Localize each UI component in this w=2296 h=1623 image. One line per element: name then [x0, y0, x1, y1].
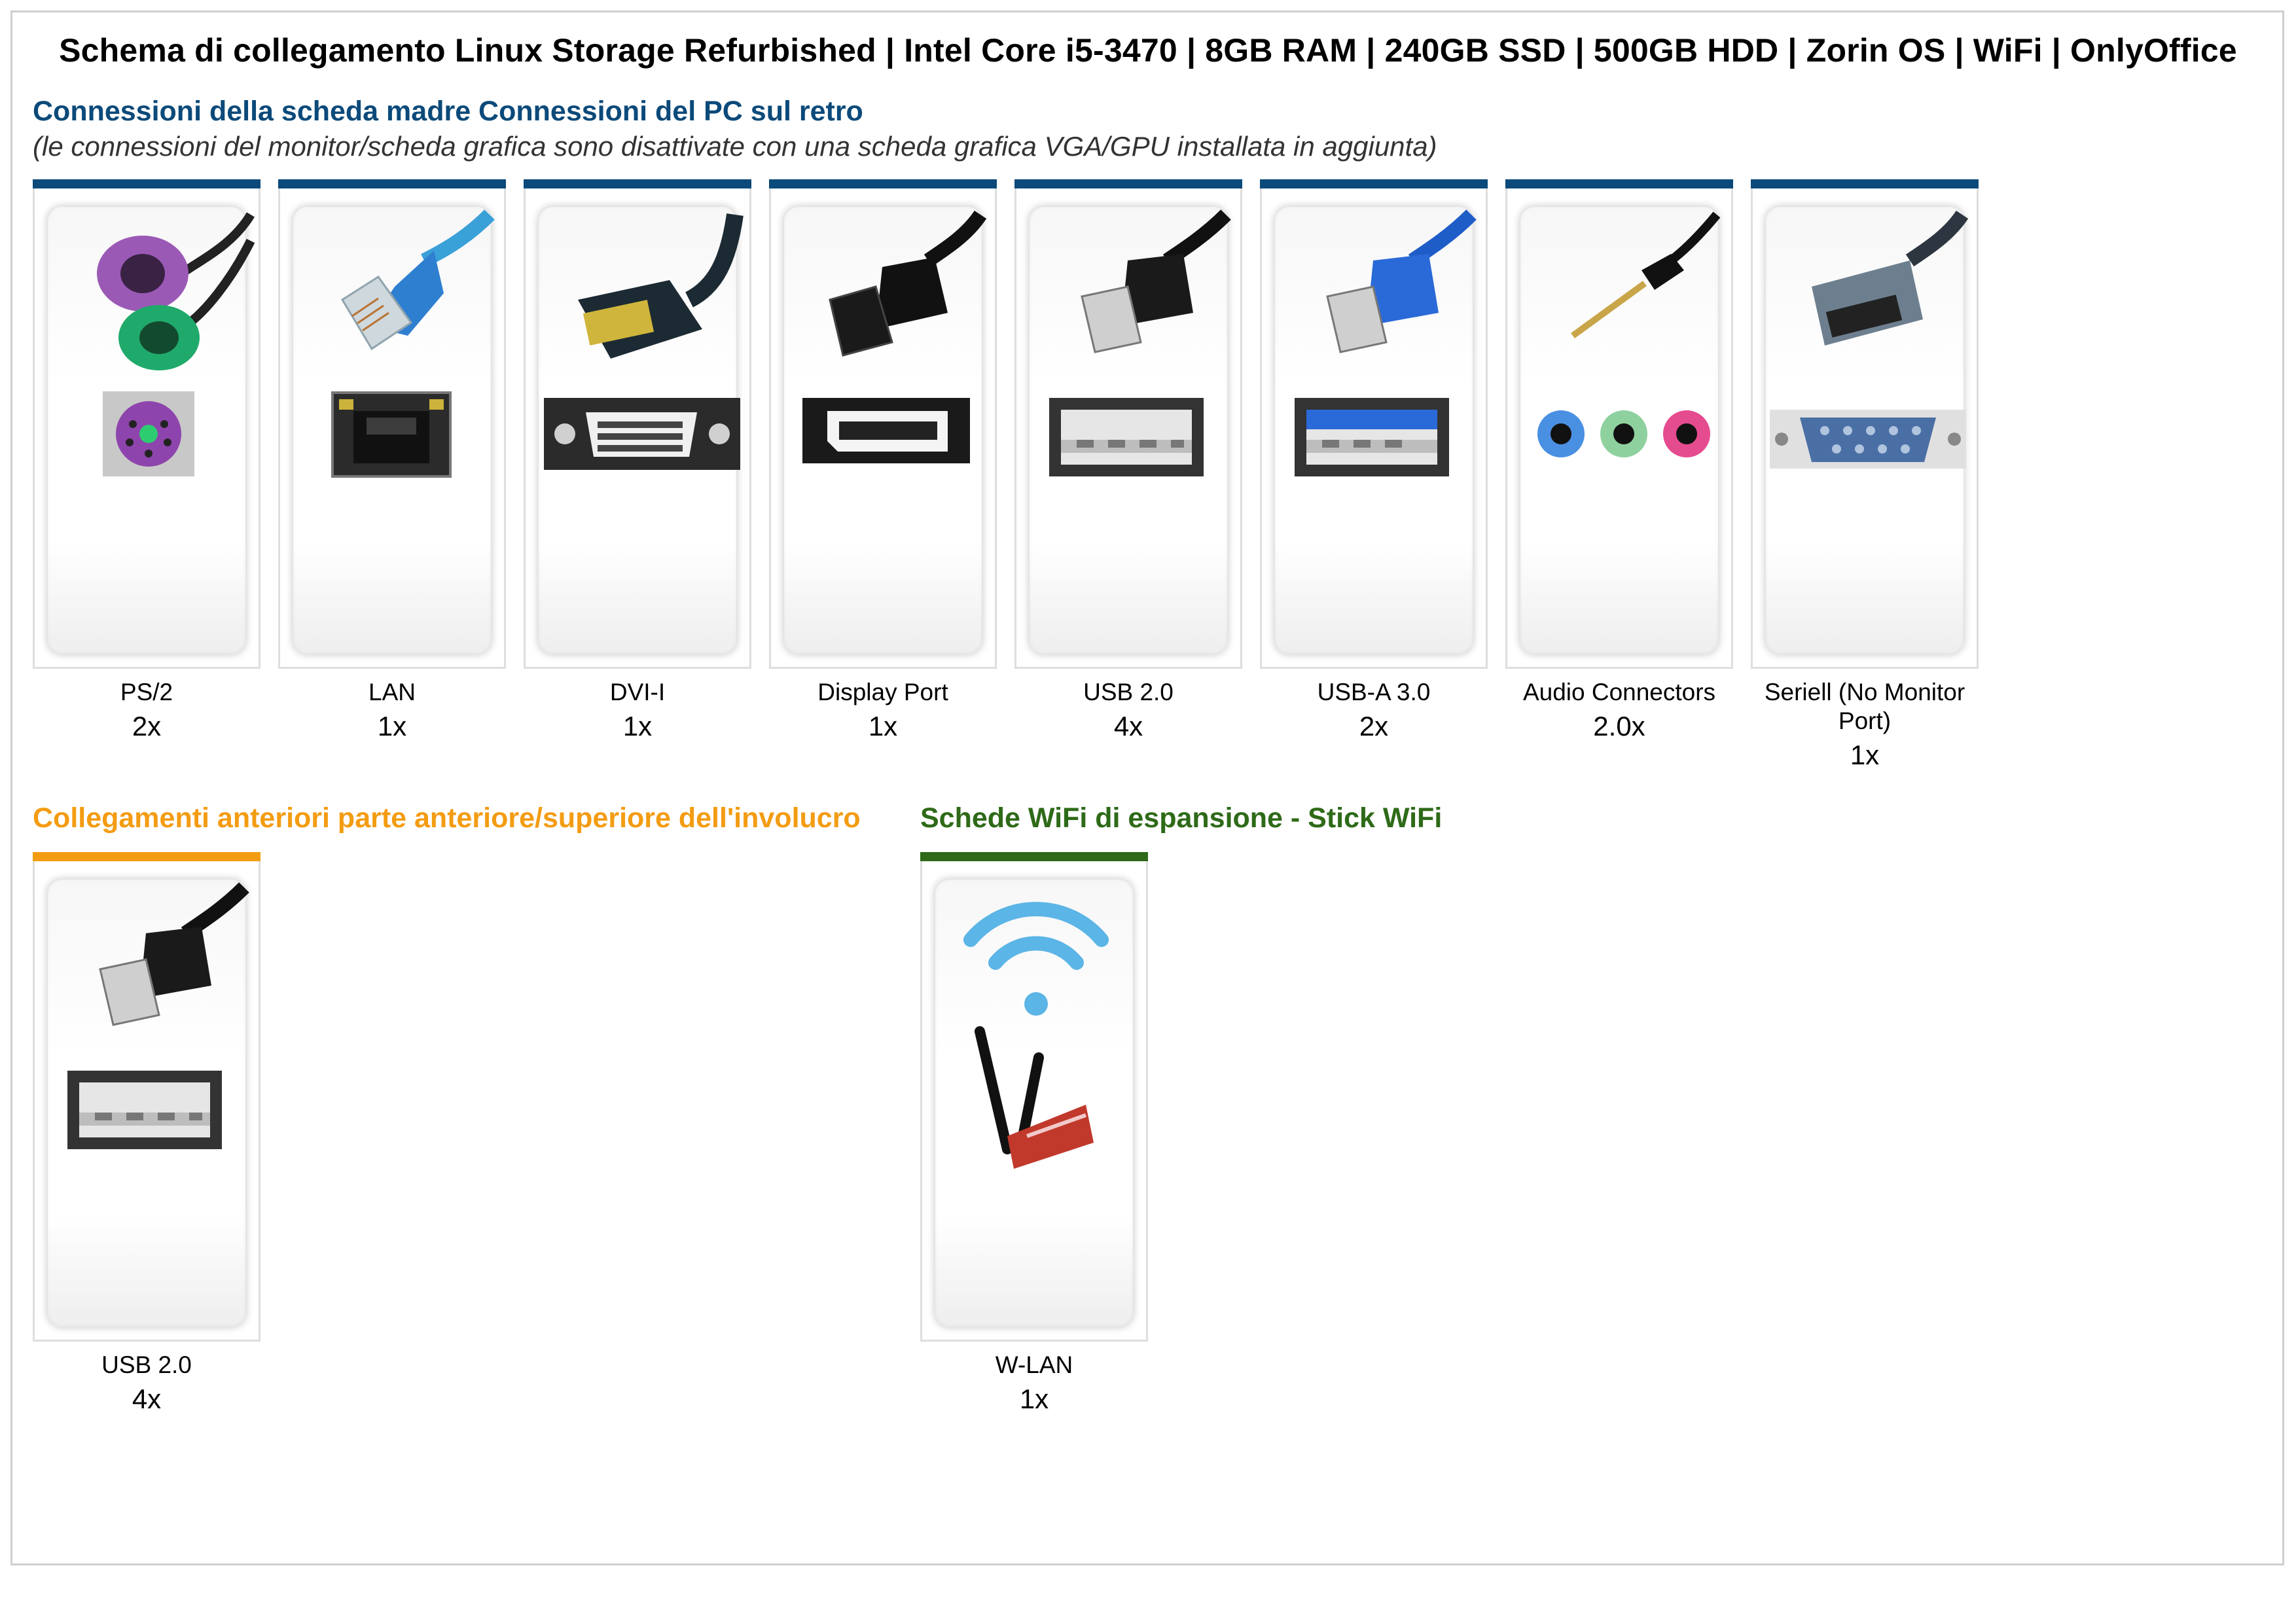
- port-label: PS/2: [120, 679, 173, 705]
- ethernet-connector-icon: [331, 209, 495, 478]
- port-count: 1x: [622, 711, 653, 741]
- port-label: USB 2.0: [1083, 679, 1174, 705]
- port-card-usb3: [1260, 179, 1488, 669]
- port-count: 1x: [868, 711, 898, 741]
- displayport-connector-icon: [802, 210, 987, 463]
- port-card-displayport: [769, 179, 997, 669]
- port-card-serial: [1751, 179, 1979, 669]
- front-section-heading: Collegamenti anteriori parte anteriore/s…: [33, 802, 861, 834]
- card-accent-bar: [1014, 179, 1242, 188]
- page-frame: [10, 10, 2284, 1565]
- port-count: 1x: [377, 711, 407, 741]
- port-card-lan: [278, 179, 506, 669]
- port-card-audio: [1505, 179, 1733, 669]
- port-count: 2x: [1359, 711, 1389, 741]
- port-label: Seriell (No Monitor Port): [1764, 679, 1965, 734]
- page-title: Schema di collegamento Linux Storage Ref…: [59, 32, 2237, 69]
- port-label: USB-A 3.0: [1317, 679, 1431, 705]
- wifi-section-heading: Schede WiFi di espansione - Stick WiFi: [920, 802, 1443, 834]
- card-accent-bar: [524, 179, 751, 188]
- card-accent-bar: [1505, 179, 1733, 188]
- usb2-connector-icon: [1049, 209, 1231, 476]
- port-card-ps2: [33, 179, 260, 669]
- card-accent-bar: [33, 852, 260, 861]
- port-card-wlan: [920, 852, 1148, 1342]
- port-count: 1x: [1019, 1383, 1049, 1414]
- port-count: 4x: [1113, 711, 1143, 741]
- port-count: 2x: [132, 711, 162, 741]
- card-accent-bar: [33, 179, 260, 188]
- port-label: W-LAN: [995, 1351, 1073, 1378]
- ps2-connector-icon: [97, 212, 255, 476]
- serial-connector-icon: [1770, 210, 1969, 469]
- port-label: Audio Connectors: [1522, 679, 1716, 705]
- audio-jack-icon: [1537, 211, 1721, 457]
- dvi-connector-icon: [544, 213, 744, 470]
- port-label: USB 2.0: [101, 1351, 192, 1378]
- port-count: 4x: [132, 1383, 162, 1414]
- card-accent-bar: [278, 179, 506, 188]
- usb3-connector-icon: [1295, 209, 1477, 476]
- card-accent-bar: [1260, 179, 1488, 188]
- port-card-front-usb2: [33, 852, 260, 1342]
- port-card-usb2: [1014, 179, 1242, 669]
- port-label: DVI-I: [609, 679, 666, 705]
- usb2-connector-icon: [67, 882, 249, 1149]
- card-accent-bar: [769, 179, 997, 188]
- wifi-card-icon: [963, 902, 1109, 1169]
- port-count: 1x: [1850, 740, 1880, 770]
- port-label: LAN: [368, 679, 416, 705]
- card-accent-bar: [1751, 179, 1979, 188]
- rear-section-note: (le connessioni del monitor/scheda grafi…: [33, 131, 1437, 162]
- port-label: Display Port: [817, 679, 948, 705]
- port-card-dvi: [524, 179, 751, 669]
- card-accent-bar: [920, 852, 1148, 861]
- rear-section-heading: Connessioni della scheda madre Connessio…: [33, 96, 863, 127]
- port-count: 2.0x: [1593, 711, 1645, 741]
